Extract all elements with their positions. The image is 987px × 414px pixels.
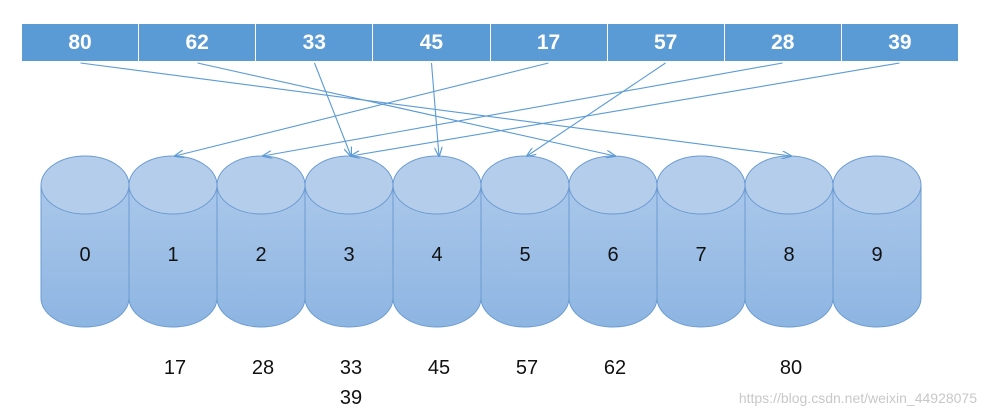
- bucket-index-label: 5: [519, 244, 531, 266]
- input-cell: 17: [491, 24, 608, 61]
- bucket-body: [304, 184, 394, 328]
- bucket-7: [656, 155, 746, 328]
- bucket-8: [744, 155, 834, 328]
- bucket-item-value: 33: [339, 357, 363, 379]
- bucket-item-value: 62: [603, 357, 627, 379]
- bucket-index-label: 1: [167, 244, 179, 266]
- bucket-body: [744, 184, 834, 328]
- bucket-2: [216, 155, 306, 328]
- bucket-body: [216, 184, 306, 328]
- bucket-index-label: 3: [343, 244, 355, 266]
- input-cell: 28: [725, 24, 842, 61]
- arrow-28-to-2: [263, 62, 783, 156]
- bucket-top: [304, 155, 394, 215]
- bucket-index-label: 7: [695, 244, 707, 266]
- watermark: https://blog.csdn.net/weixin_44928075: [738, 390, 977, 406]
- bucket-top: [656, 155, 746, 215]
- bucket-body: [656, 184, 746, 328]
- bucket-index-label: 6: [607, 244, 619, 266]
- bucket-item-value: 28: [251, 357, 275, 379]
- bucket-body: [392, 184, 482, 328]
- bucket-index-label: 2: [255, 244, 267, 266]
- bucket-6: [568, 155, 658, 328]
- bucket-3: [304, 155, 394, 328]
- arrow-39-to-3: [351, 62, 900, 156]
- bucket-item-value: 17: [163, 357, 187, 379]
- bucket-top: [216, 155, 306, 215]
- arrow-62-to-6: [197, 62, 616, 156]
- bucket-item-value: 80: [779, 357, 803, 379]
- bucket-4: [392, 155, 482, 328]
- bucket-item-value: 39: [339, 387, 363, 409]
- bucket-top: [392, 155, 482, 215]
- bucket-body: [128, 184, 218, 328]
- bucket-top: [832, 155, 922, 215]
- bucket-index-label: 0: [79, 244, 91, 266]
- bucket-index-label: 4: [431, 244, 443, 266]
- bucket-top: [744, 155, 834, 215]
- bucket-body: [832, 184, 922, 328]
- bucket-0: [40, 155, 130, 328]
- bucket-5: [480, 155, 570, 328]
- bucket-9: [832, 155, 922, 328]
- bucket-body: [480, 184, 570, 328]
- input-cell: 45: [373, 24, 491, 61]
- input-cell: 39: [888, 30, 912, 54]
- input-cell: 33: [256, 24, 374, 61]
- bucket-index-label: 9: [871, 244, 883, 266]
- bucket-item-value: 57: [515, 357, 539, 379]
- arrow-45-to-4: [430, 62, 440, 156]
- bucket-top: [40, 155, 130, 215]
- arrow-57-to-5: [527, 62, 666, 156]
- bucket-top: [480, 155, 570, 215]
- bucket-body: [40, 184, 130, 328]
- bucket-top: [128, 155, 218, 215]
- input-cell: 62: [139, 24, 257, 61]
- arrow-33-to-3: [313, 62, 352, 156]
- input-cell: 80: [22, 24, 140, 61]
- arrow-17-to-1: [175, 62, 549, 156]
- input-cell: 57: [608, 24, 725, 61]
- bucket-index-label: 8: [783, 244, 795, 266]
- bucket-1: [128, 155, 218, 328]
- bucket-top: [568, 155, 658, 215]
- bucket-item-value: 45: [427, 357, 451, 379]
- bucket-body: [568, 184, 658, 328]
